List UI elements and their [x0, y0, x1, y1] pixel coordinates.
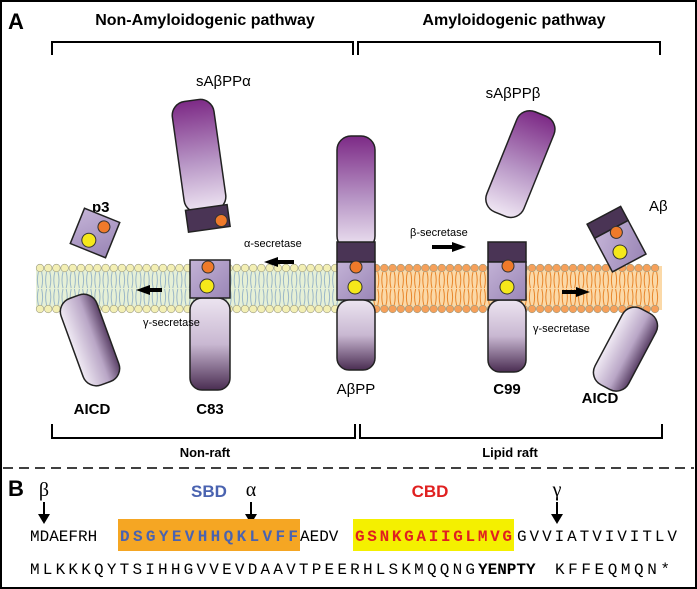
sbd-label: SBD — [191, 482, 227, 501]
cbd-label: CBD — [412, 482, 449, 501]
sbd-highlight — [118, 519, 300, 551]
p3-fragment — [69, 207, 121, 259]
cbd-highlight — [353, 519, 514, 551]
aicd-left — [59, 293, 121, 387]
abpp-label: AβPP — [337, 381, 376, 398]
bottom-bracket-right — [359, 424, 663, 439]
panel-b-label: B — [8, 476, 24, 501]
abpp-protein — [336, 135, 376, 371]
c83-protein — [189, 259, 231, 391]
p3-label: p3 — [92, 199, 110, 216]
s-app-beta-label: sAβPPβ — [486, 85, 541, 102]
arrow-down-head — [38, 514, 50, 524]
bottom-bracket-left — [51, 424, 356, 439]
abeta-label: Aβ — [649, 198, 668, 215]
beta-secretase-label: β-secretase — [410, 227, 468, 239]
non-amyloidogenic-title: Non-Amyloidogenic pathway — [95, 12, 315, 29]
arrow-right-icon — [562, 287, 590, 297]
seq2-motif: YENPTY — [478, 561, 536, 579]
gamma-secretase-right-label: γ-secretase — [533, 323, 590, 335]
seq1-cbd: GSNKGAIIGLMVG — [355, 528, 512, 546]
gamma-site-label: γ — [552, 479, 562, 501]
aicd-left-label: AICD — [74, 401, 111, 418]
seq1-mid: AEDV — [300, 528, 339, 546]
seq1-start: MDAEFRH — [30, 528, 97, 546]
s-app-beta-fragment — [485, 109, 556, 219]
sequence-line-1: MDAEFRH DSGYEVHHQKLVFF AEDV GSNKGAIIGLMV… — [30, 528, 677, 546]
alpha-secretase-label: α-secretase — [244, 238, 302, 250]
c99-label: C99 — [493, 381, 521, 398]
seq2-a: MLKKKQYTSIHHGVVEVDAAVTPEERHLSKMQQNG — [30, 561, 475, 579]
non-raft-label: Non-raft — [180, 445, 231, 460]
arrow-left-icon — [136, 285, 162, 295]
gamma-secretase-left-label: γ-secretase — [143, 317, 200, 329]
seq1-end: GVVIATVIVITLV — [517, 528, 677, 546]
aicd-right-label: AICD — [582, 390, 619, 407]
c99-protein — [487, 241, 527, 373]
seq2-b: KFFEQMQN* — [555, 561, 670, 579]
arrow-right-icon — [432, 242, 466, 252]
s-app-alpha-label: sAβPPα — [196, 73, 251, 90]
alpha-site-label: α — [246, 479, 257, 501]
s-app-alpha-fragment — [171, 98, 231, 234]
amyloidogenic-title: Amyloidogenic pathway — [422, 12, 605, 29]
abeta-fragment — [586, 205, 647, 273]
c83-label: C83 — [196, 401, 224, 418]
panel-a-label: A — [8, 9, 24, 34]
beta-site-label: β — [39, 479, 49, 501]
lipid-raft-label: Lipid raft — [482, 445, 538, 460]
arrow-down-head — [551, 514, 563, 524]
top-bracket-left — [51, 41, 354, 55]
aicd-right — [592, 306, 659, 392]
sequence-line-2: MLKKKQYTSIHHGVVEVDAAVTPEERHLSKMQQNG YENP… — [30, 561, 670, 579]
arrow-left-icon — [264, 257, 294, 267]
top-bracket-right — [357, 41, 661, 55]
